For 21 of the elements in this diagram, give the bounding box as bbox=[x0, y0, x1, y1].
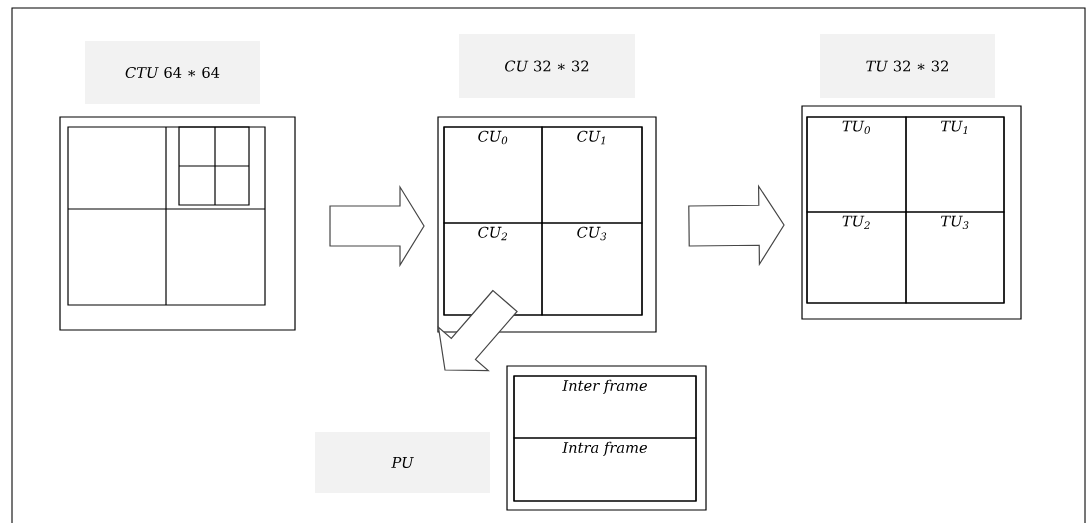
block-arrow bbox=[688, 184, 785, 267]
grid-cell: Intra frame bbox=[513, 437, 697, 502]
label-box: PU bbox=[315, 432, 490, 493]
label-box: CU 32 ∗ 32 bbox=[459, 34, 635, 98]
grid-cell: TU$_{0}$ bbox=[806, 116, 907, 213]
block-arrow bbox=[329, 184, 425, 268]
grid-cell: Inter frame bbox=[513, 375, 697, 439]
grid-cell: TU$_{2}$ bbox=[806, 211, 907, 304]
grid-cell: TU$_{3}$ bbox=[905, 211, 1005, 304]
grid-cell: CU$_{3}$ bbox=[541, 222, 643, 316]
grid-cell: CU$_{2}$ bbox=[443, 222, 543, 316]
label-box: TU 32 ∗ 32 bbox=[820, 34, 995, 98]
frame-box bbox=[801, 105, 1022, 320]
block-arrow bbox=[437, 289, 518, 372]
grid-cell: CU$_{0}$ bbox=[443, 126, 543, 224]
grid-cell: CU$_{1}$ bbox=[541, 126, 643, 224]
quadtree-drawing bbox=[59, 116, 296, 331]
grid-cell: TU$_{1}$ bbox=[905, 116, 1005, 213]
frame-box bbox=[437, 116, 657, 333]
frame-box bbox=[506, 365, 707, 511]
label-box: CTU 64 ∗ 64 bbox=[85, 41, 260, 104]
